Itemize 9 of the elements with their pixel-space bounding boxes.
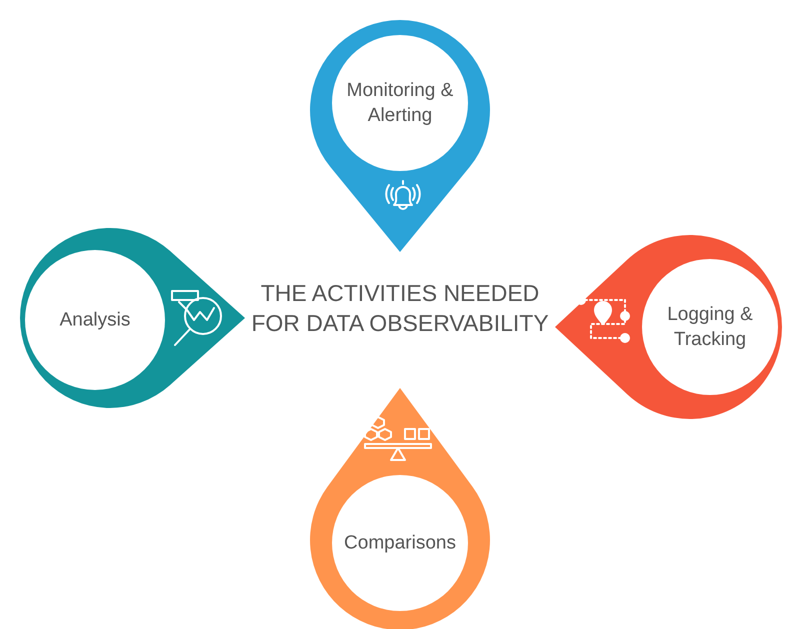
teardrop-shape (553, 233, 784, 421)
teardrop-shape (308, 386, 492, 629)
title: THE ACTIVITIES NEEDED FOR DATA OBSERVABILITY (250, 279, 550, 338)
teardrop-shape (308, 18, 492, 254)
node-label: Logging & Tracking (666, 303, 754, 352)
teardrop-shape (18, 226, 247, 410)
node-label: Comparisons (343, 532, 457, 556)
node-label: Monitoring & Alerting (346, 79, 454, 128)
node-label: Analysis (58, 308, 132, 332)
